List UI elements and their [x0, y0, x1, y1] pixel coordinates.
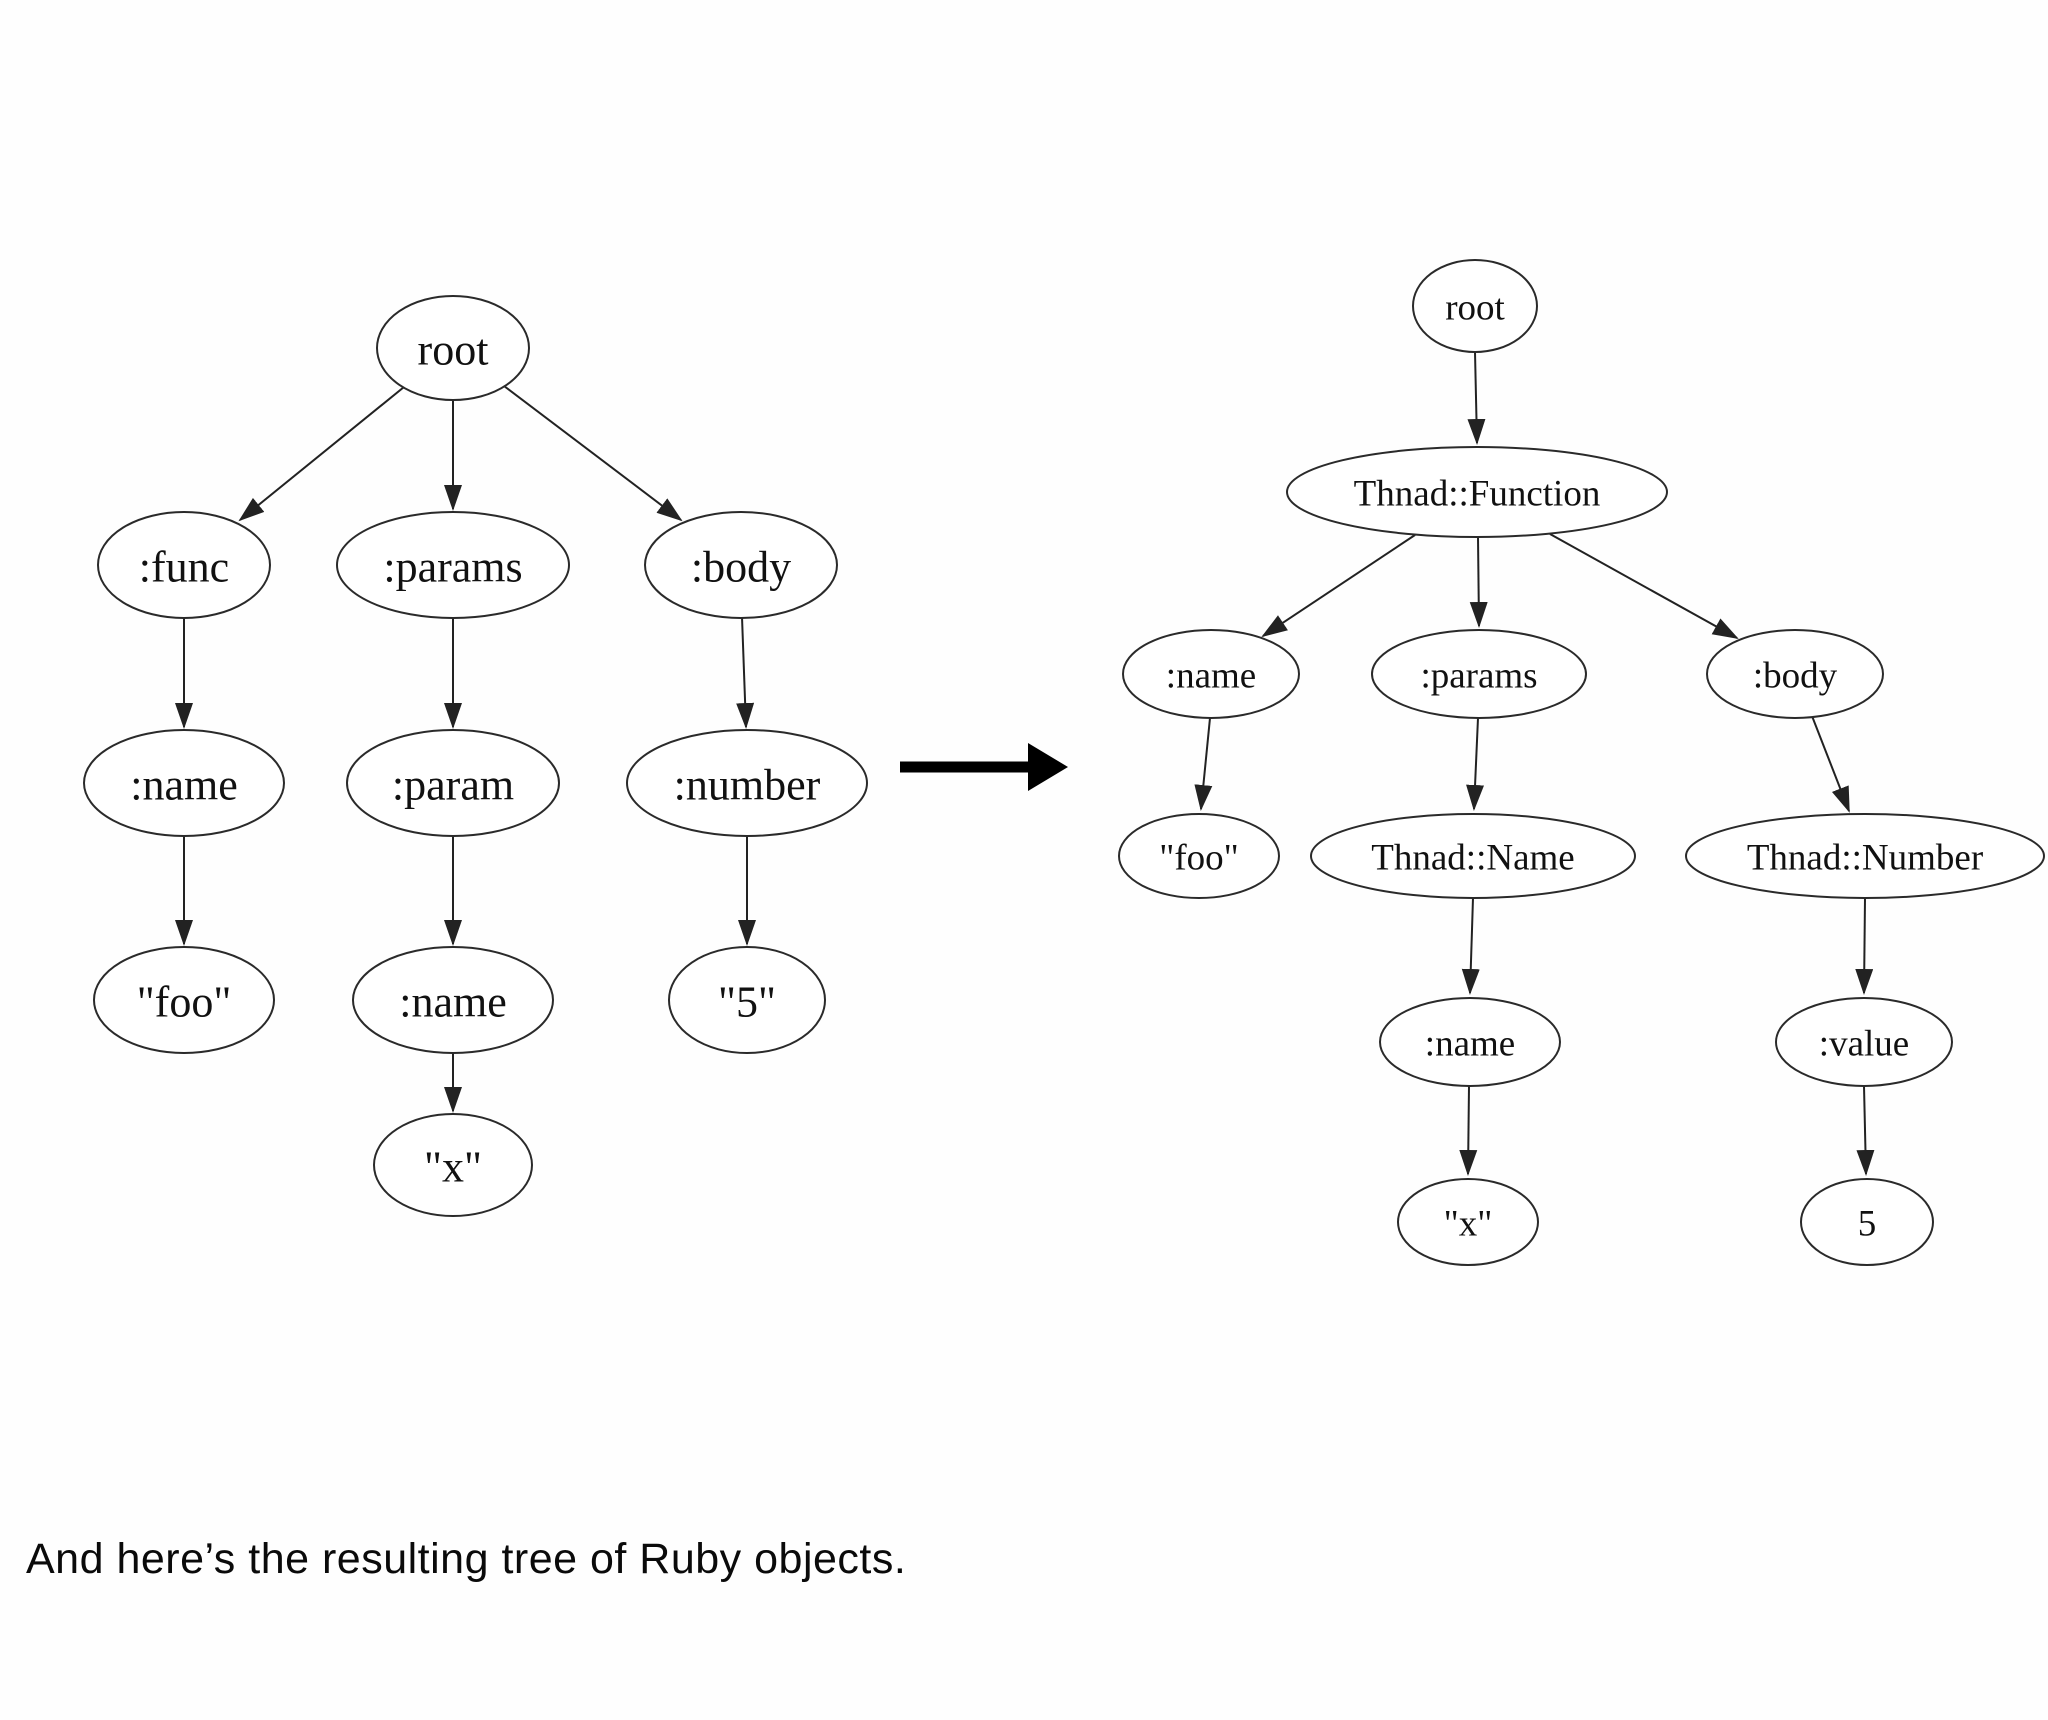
right-node-thnad-name-label: Thnad::Name [1371, 838, 1574, 879]
right-edge-name-x [1459, 1085, 1478, 1176]
right-node-foo-label: "foo" [1159, 838, 1239, 879]
right-edge-thnadnumber-value [1855, 897, 1874, 995]
left-node-number [626, 729, 868, 837]
right-node-name-sym [1379, 997, 1561, 1087]
left-node-params [336, 511, 570, 619]
left-node-number-label: :number [674, 761, 821, 810]
left-node-foo-label: "foo" [137, 978, 232, 1027]
left-edge-body-number [736, 616, 755, 729]
right-node-thnad-name [1310, 813, 1636, 899]
left-node-body-label: :body [691, 543, 791, 592]
right-node-foo [1118, 813, 1280, 899]
right-edge-body-thnadnumber [1811, 715, 1850, 813]
left-node-x [373, 1113, 533, 1217]
left-node-params-label: :params [383, 543, 522, 592]
right-edge-value-five [1856, 1085, 1875, 1176]
left-node-name-label: :name [130, 761, 238, 810]
right-node-body [1706, 629, 1884, 719]
right-node-function-label: Thnad::Function [1354, 474, 1601, 515]
right-edge-function-params [1469, 536, 1488, 628]
right-node-name-label: :name [1166, 656, 1256, 697]
right-tree: root Thnad::Function :name :params :body… [1118, 259, 2045, 1266]
right-node-value-label: :value [1819, 1024, 1909, 1065]
right-node-root-label: root [1445, 288, 1505, 329]
left-node-name [83, 729, 285, 837]
right-edge-params-thnadname [1466, 717, 1485, 811]
left-node-x-label: "x" [424, 1143, 482, 1192]
right-node-body-label: :body [1753, 656, 1838, 697]
right-edge-function-name [1261, 534, 1416, 638]
right-node-root [1412, 259, 1538, 353]
left-edge-root-func [238, 386, 405, 522]
right-node-function [1286, 446, 1668, 538]
right-node-five-label: 5 [1858, 1204, 1877, 1245]
right-node-value [1775, 997, 1953, 1087]
right-arrow-head [1028, 743, 1068, 791]
left-node-param-label: :param [392, 761, 514, 810]
left-node-root-label: root [418, 326, 489, 375]
right-node-x [1397, 1178, 1539, 1266]
right-node-thnad-number-label: Thnad::Number [1747, 838, 1983, 879]
right-edge-function-body [1549, 533, 1739, 639]
left-node-param [346, 729, 560, 837]
right-edge-thnadname-name [1461, 897, 1480, 995]
right-node-thnad-number [1685, 813, 2045, 899]
right-node-params [1371, 629, 1587, 719]
ast-diagram: root :func :params :body :name :param :n… [83, 259, 2045, 1266]
left-tree: root :func :params :body :name :param :n… [83, 295, 868, 1217]
right-node-x-label: "x" [1444, 1204, 1493, 1245]
right-node-params-label: :params [1420, 656, 1537, 697]
right-edge-root-function [1467, 351, 1486, 445]
right-node-name-sym-label: :name [1425, 1024, 1515, 1065]
right-arrow-icon [900, 743, 1068, 791]
left-node-foo [93, 946, 275, 1054]
left-node-func [97, 511, 271, 619]
left-node-body [644, 511, 838, 619]
left-node-five [668, 946, 826, 1054]
left-node-name2-label: :name [399, 978, 507, 1027]
right-node-name [1122, 629, 1300, 719]
left-node-name2 [352, 946, 554, 1054]
caption-text: And here’s the resulting tree of Ruby ob… [26, 1535, 907, 1583]
left-node-five-label: "5" [718, 978, 776, 1027]
right-node-five [1800, 1178, 1934, 1266]
right-edge-name-foo [1194, 717, 1213, 811]
left-node-root [376, 295, 530, 401]
left-node-func-label: :func [139, 543, 229, 592]
left-edge-root-body [503, 385, 683, 522]
